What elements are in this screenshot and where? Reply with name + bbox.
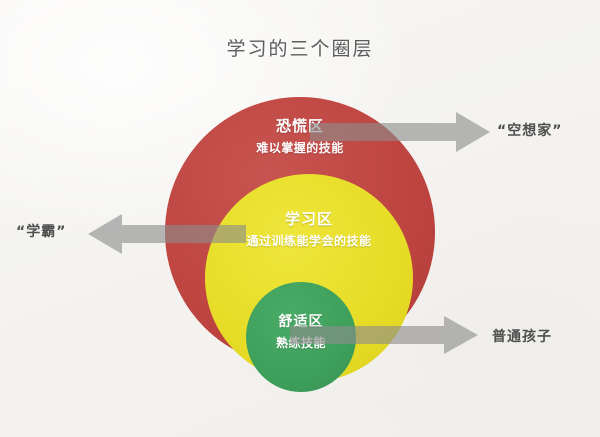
zone-description-learning: 通过训练能学会的技能 <box>246 234 372 248</box>
callout-label-dreamer: “空想家” <box>497 123 563 139</box>
arrow-right-normal-kid-icon <box>290 316 478 354</box>
page-title: 学习的三个圈层 <box>226 38 374 60</box>
arrow-left-top-student-icon <box>88 214 246 254</box>
zone-description-panic: 难以掌握的技能 <box>256 141 344 155</box>
zone-title-learning: 学习区 <box>284 210 333 228</box>
callout-label-normal-kid: 普通孩子 <box>492 329 552 345</box>
callout-label-top-student: “学霸” <box>16 224 67 240</box>
arrow-right-dreamer-icon <box>310 112 490 152</box>
